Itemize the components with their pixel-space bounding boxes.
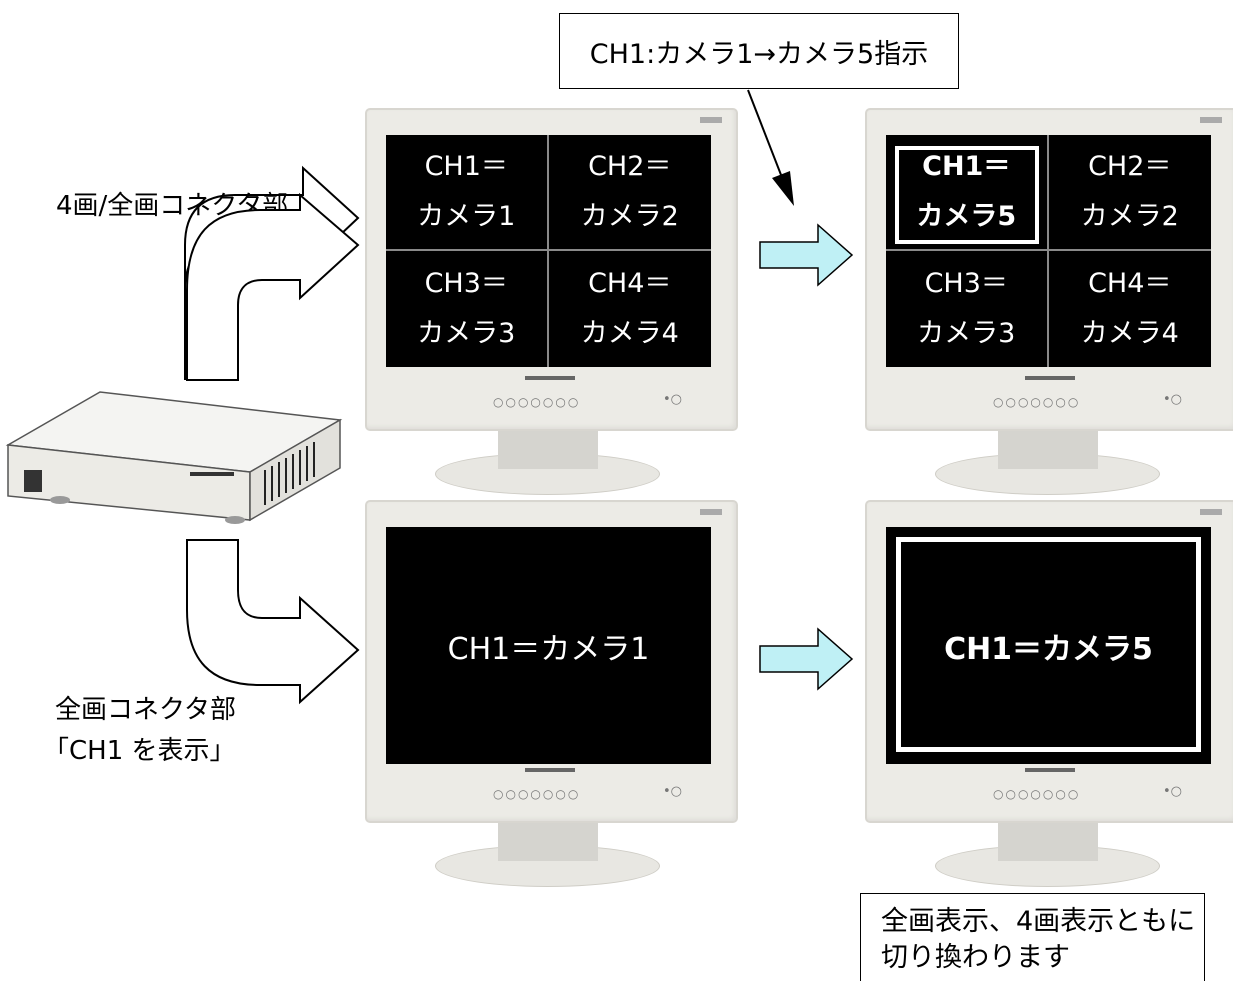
transition-arrow-bottom — [759, 627, 854, 691]
cell-ch1: CH1＝ カメラ1 — [386, 135, 549, 251]
monitor-quad-after: CH1＝ カメラ5 CH2＝ カメラ2 CH3＝ カメラ3 CH4＝ カメラ4 … — [865, 108, 1233, 495]
monitor-full-after: CH1＝カメラ5 ○○○○○○○ •○ — [865, 500, 1233, 887]
cell-ch3-camera: カメラ3 — [417, 318, 516, 349]
cell-ch4-channel: CH4＝ — [588, 268, 672, 299]
instruction-text: CH1:カメラ1→カメラ5指示 — [589, 38, 929, 70]
cell-ch1-channel: CH1＝ — [424, 151, 508, 182]
monitor-buttons: ○○○○○○○ — [993, 787, 1081, 801]
screen-full-before: CH1＝カメラ1 — [386, 527, 711, 764]
full-screen-text: CH1＝カメラ5 — [944, 631, 1153, 667]
cell-ch2-channel: CH2＝ — [1088, 151, 1172, 182]
screen-quad-before: CH1＝ カメラ1 CH2＝ カメラ2 CH3＝ カメラ3 CH4＝ カメラ4 — [386, 135, 711, 367]
cell-ch2-channel: CH2＝ — [588, 151, 672, 182]
cell-ch3-camera: カメラ3 — [917, 318, 1016, 349]
cell-ch2: CH2＝ カメラ2 — [548, 135, 711, 251]
cell-ch1: CH1＝ カメラ5 — [886, 135, 1049, 251]
power-button-icon: •○ — [1163, 392, 1183, 407]
cell-ch4: CH4＝ カメラ4 — [1049, 251, 1212, 367]
monitor-buttons: ○○○○○○○ — [493, 395, 581, 409]
cell-ch2-camera: カメラ2 — [580, 201, 679, 232]
cell-ch1-channel: CH1＝ — [922, 151, 1011, 182]
cell-ch4-channel: CH4＝ — [1088, 268, 1172, 299]
screen-full-after: CH1＝カメラ5 — [886, 527, 1211, 764]
power-button-icon: •○ — [663, 784, 683, 799]
ch1-highlight-frame — [895, 146, 1039, 244]
note-callout: 全画表示、4画表示ともに切り換わります — [860, 893, 1205, 981]
note-text: 全画表示、4画表示ともに切り換わります — [881, 906, 1196, 973]
transition-arrow-top — [759, 223, 854, 287]
pointer-arrowhead — [772, 171, 794, 206]
cell-ch3-channel: CH3＝ — [924, 268, 1008, 299]
arrow-to-quad-monitor — [186, 192, 360, 381]
arrow-to-full-monitor — [186, 539, 360, 705]
cell-ch1-camera: カメラ1 — [417, 201, 516, 232]
pointer-line — [747, 89, 784, 181]
cell-ch3: CH3＝ カメラ3 — [886, 251, 1049, 367]
cell-ch4: CH4＝ カメラ4 — [549, 251, 712, 367]
monitor-full-before: CH1＝カメラ1 ○○○○○○○ •○ — [365, 500, 738, 887]
cell-ch2: CH2＝ カメラ2 — [1048, 135, 1211, 251]
network-adapter-device — [5, 391, 343, 524]
full-highlight-frame — [896, 537, 1201, 752]
power-button-icon: •○ — [663, 392, 683, 407]
power-button-icon: •○ — [1163, 784, 1183, 799]
cell-ch2-camera: カメラ2 — [1080, 201, 1179, 232]
cell-ch1-camera: カメラ5 — [916, 201, 1017, 232]
monitor-buttons: ○○○○○○○ — [493, 787, 581, 801]
cell-ch3-channel: CH3＝ — [424, 268, 508, 299]
full-connector-label-2: 「CH1 を表示」 — [43, 736, 236, 766]
cell-ch4-camera: カメラ4 — [1080, 318, 1179, 349]
full-screen-text: CH1＝カメラ1 — [447, 631, 650, 667]
instruction-callout: CH1:カメラ1→カメラ5指示 — [559, 13, 959, 89]
cell-ch3: CH3＝ カメラ3 — [386, 251, 549, 367]
monitor-buttons: ○○○○○○○ — [993, 395, 1081, 409]
full-connector-label: 全画コネクタ部 — [55, 695, 236, 725]
cell-ch4-camera: カメラ4 — [580, 318, 679, 349]
screen-quad-after: CH1＝ カメラ5 CH2＝ カメラ2 CH3＝ カメラ3 CH4＝ カメラ4 — [886, 135, 1211, 367]
monitor-quad-before: CH1＝ カメラ1 CH2＝ カメラ2 CH3＝ カメラ3 CH4＝ カメラ4 … — [365, 108, 738, 495]
